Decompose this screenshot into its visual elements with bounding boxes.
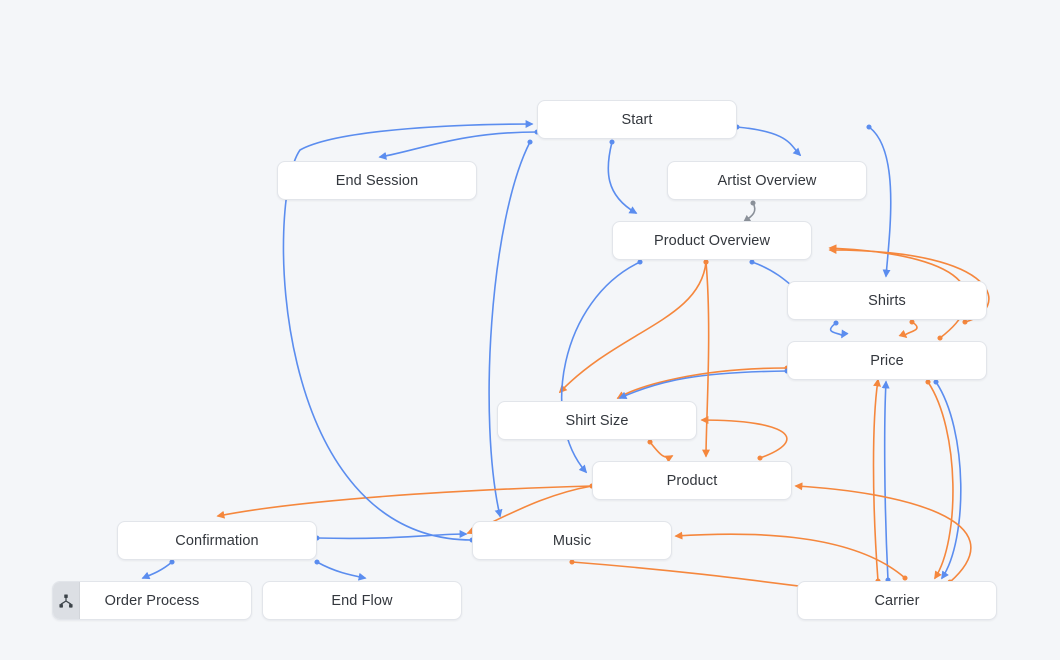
edge-confirmation-to-order-process[interactable] [141, 559, 175, 580]
edge-product-overview-to-product[interactable] [702, 259, 711, 458]
node-product-overview[interactable]: Product Overview [612, 221, 812, 260]
edge-start-to-end-session[interactable] [378, 129, 540, 160]
node-price[interactable]: Price [787, 341, 987, 380]
node-label: Order Process [104, 592, 200, 609]
node-start[interactable]: Start [537, 100, 737, 139]
node-label: End Flow [331, 592, 393, 609]
node-music[interactable]: Music [472, 521, 672, 560]
node-label: Price [870, 352, 904, 369]
edge-carrier-to-product[interactable] [794, 482, 972, 585]
node-label: Product Overview [653, 232, 771, 249]
edge-shirts-to-price[interactable] [898, 319, 918, 339]
node-product[interactable]: Product [592, 461, 792, 500]
node-label: End Session [335, 172, 419, 189]
hierarchy-icon [53, 582, 80, 619]
edge-carrier-to-price[interactable] [872, 378, 882, 584]
node-order-process[interactable]: Order Process [52, 581, 252, 620]
node-label: Start [621, 111, 653, 128]
node-end-session[interactable]: End Session [277, 161, 477, 200]
node-label: Carrier [874, 592, 920, 609]
node-label: Shirts [868, 292, 906, 309]
node-confirmation[interactable]: Confirmation [117, 521, 317, 560]
node-end-flow[interactable]: End Flow [262, 581, 462, 620]
edge-start-to-product-overview[interactable] [607, 139, 638, 214]
node-label: Confirmation [175, 532, 259, 549]
edge-shirts-to-price[interactable] [829, 320, 849, 339]
edge-product-to-confirmation[interactable] [216, 483, 595, 519]
edge-confirmation-to-music[interactable] [314, 530, 468, 541]
node-carrier[interactable]: Carrier [797, 581, 997, 620]
node-shirt-size[interactable]: Shirt Size [497, 401, 697, 440]
node-artist-overview[interactable]: Artist Overview [667, 161, 867, 200]
node-label: Shirt Size [565, 412, 629, 429]
edge-confirmation-to-end-flow[interactable] [314, 559, 367, 581]
edge-start-to-music[interactable] [488, 139, 533, 518]
node-label: Artist Overview [717, 172, 817, 189]
node-label: Music [552, 532, 592, 549]
edge-artist-overview-to-product-overview[interactable] [742, 200, 756, 223]
edge-price-to-carrier[interactable] [933, 379, 962, 580]
edge-carrier-to-price[interactable] [881, 380, 891, 583]
edge-music-to-carrier[interactable] [569, 559, 832, 594]
edge-price-to-product[interactable] [618, 368, 790, 400]
node-label: Product [666, 472, 718, 489]
edge-price-to-shirt-size[interactable] [616, 365, 790, 399]
edge-product-overview-to-shirt-size[interactable] [558, 259, 709, 394]
edge-start-to-artist-overview[interactable] [734, 124, 802, 157]
edge-start-to-shirts[interactable] [866, 124, 892, 278]
edge-price-to-carrier[interactable] [925, 379, 954, 580]
edge-product-overview-to-product[interactable] [560, 259, 643, 474]
node-shirts[interactable]: Shirts [787, 281, 987, 320]
edge-shirt-size-to-product[interactable] [647, 439, 674, 463]
edge-product-to-shirt-size[interactable] [700, 416, 788, 461]
edge-carrier-to-music[interactable] [674, 531, 908, 581]
